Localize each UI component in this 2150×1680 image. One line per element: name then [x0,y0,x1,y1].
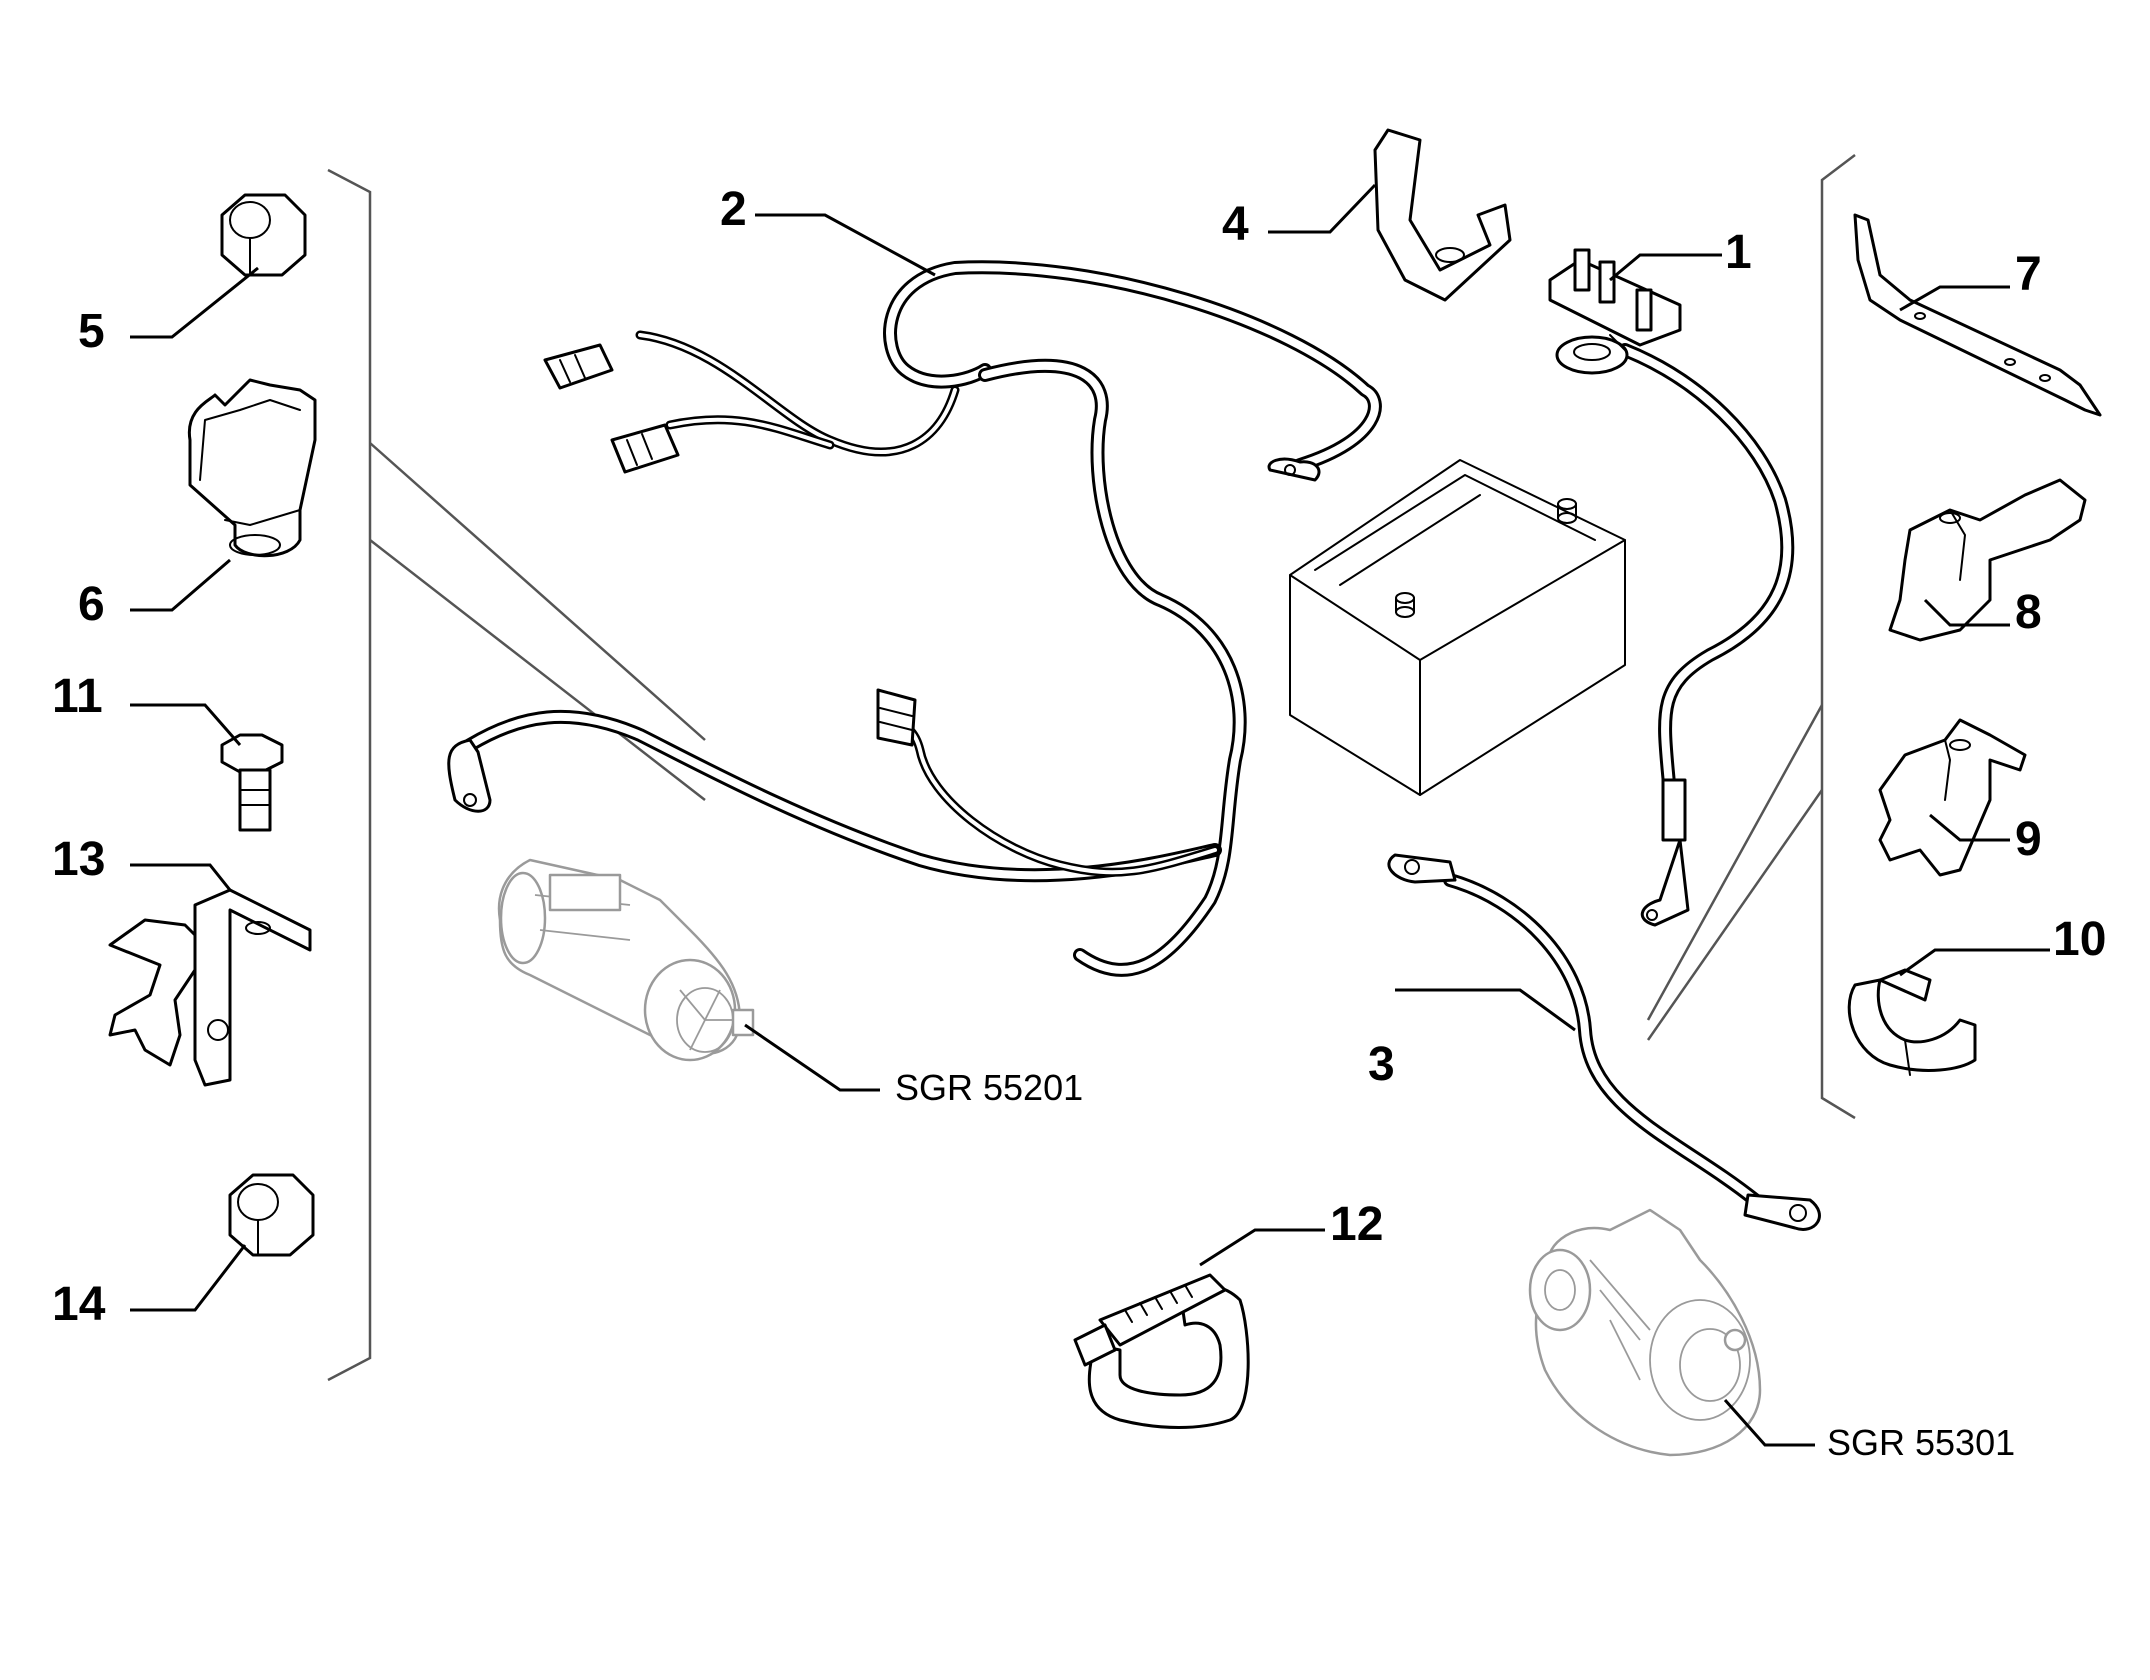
callout-14: 14 [52,1278,106,1331]
nut-14-icon [228,1173,315,1257]
callout-5: 5 [78,305,105,358]
starter-motor-icon [497,858,755,1062]
battery-icon [1289,459,1626,796]
clip-8-icon [1888,478,2087,642]
callout-4: 4 [1222,198,1249,251]
clip-9-icon [1878,718,2027,877]
nut-5-icon [220,193,307,277]
callout-12: 12 [1330,1198,1383,1251]
callout-1: 1 [1725,226,1752,279]
grommet-6-icon [187,378,317,558]
callout-13: 13 [52,833,105,886]
alternator-icon [1528,1208,1762,1457]
callout-11: 11 [52,670,103,723]
bolt-11-icon [220,733,284,832]
left-separator [327,168,706,1382]
wiring-harness [447,260,1382,977]
starter-reference-label: SGR 55201 [895,1067,1083,1108]
bracket-4-icon [1373,128,1512,302]
callout-10: 10 [2053,913,2106,966]
cable-tie-12-icon [1073,1273,1250,1429]
callout-2: 2 [720,183,747,236]
bracket-13-icon [108,888,312,1087]
callout-9: 9 [2015,813,2042,866]
clamp-10-icon [1847,968,1977,1076]
callout-6: 6 [78,578,105,631]
callout-3: 3 [1368,1038,1395,1091]
leader-lines [130,183,2050,1447]
right-separator [1646,154,1856,1120]
alternator-reference-label: SGR 55301 [1827,1422,2015,1463]
battery-positive-cable [1548,248,1795,927]
ground-cable [1387,853,1821,1231]
callout-7: 7 [2015,248,2042,301]
strip-7-icon [1853,213,2102,417]
callout-8: 8 [2015,586,2042,639]
